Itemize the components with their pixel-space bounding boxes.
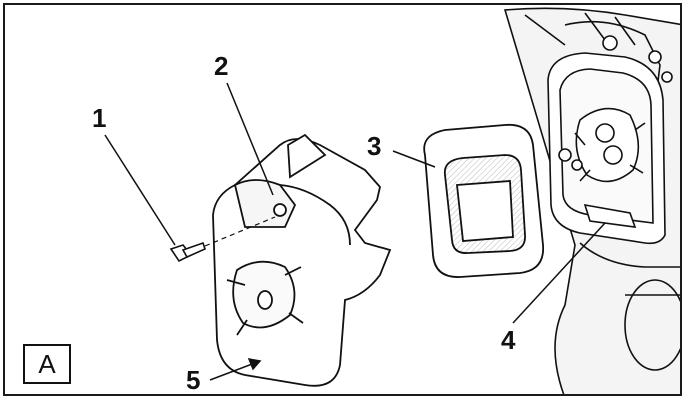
engine-housing	[503, 7, 680, 394]
filter-cover	[212, 133, 392, 387]
callout-2: 2	[214, 51, 229, 81]
screw	[169, 216, 276, 263]
diagram-frame: 1 2 3 4 5 A	[3, 3, 682, 396]
callout-5: 5	[186, 365, 201, 395]
callout-3: 3	[367, 131, 382, 161]
leader-lines	[104, 82, 606, 381]
air-filter-element	[423, 123, 544, 278]
callout-4: 4	[501, 325, 516, 355]
callout-1: 1	[92, 103, 107, 133]
exploded-view-illustration	[104, 7, 680, 394]
panel-label: A	[23, 344, 71, 384]
